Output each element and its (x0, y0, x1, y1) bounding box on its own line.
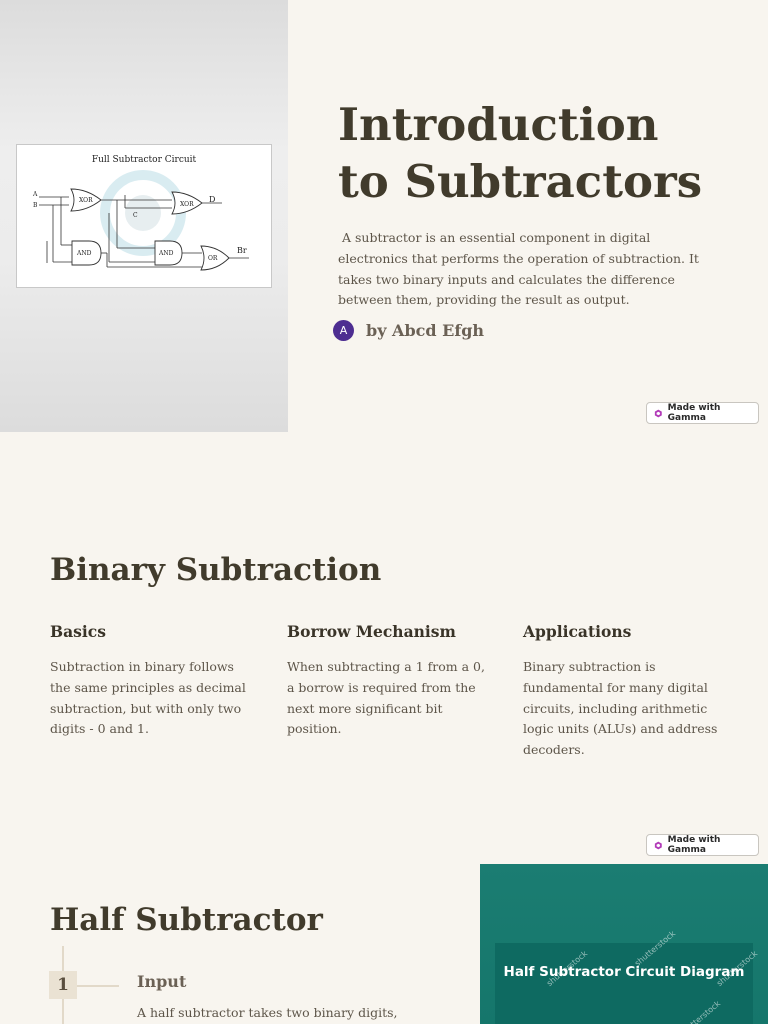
signal-label: Br (237, 246, 247, 255)
circuit-diagram-icon: XOR XOR AND AND OR A B C D Br (32, 170, 249, 271)
made-with-gamma-button[interactable]: Made with Gamma (646, 402, 759, 424)
column-heading: Applications (523, 622, 632, 641)
column-basics: Basics Subtraction in binary follows the… (50, 622, 250, 740)
title-line: Introduction (338, 98, 659, 151)
badge-label: Made with Gamma (667, 835, 721, 855)
gate-label: AND (76, 250, 92, 257)
gate-label: OR (208, 255, 218, 262)
badge-label: Made with Gamma (667, 403, 721, 423)
image-caption: Half Subtractor Circuit Diagram (503, 964, 745, 980)
full-subtractor-circuit-image: Full Subtractor Circuit (16, 144, 272, 288)
signal-label: A (32, 191, 38, 198)
image-inner-panel: Half Subtractor Circuit Diagram (495, 943, 753, 1024)
step-number: 1 (49, 971, 77, 999)
column-applications: Applications Binary subtraction is funda… (523, 622, 723, 761)
gamma-logo-icon (654, 409, 662, 417)
gate-label: XOR (180, 201, 194, 208)
gate-label: XOR (79, 197, 93, 204)
step-text: A half subtractor takes two binary digit… (137, 1005, 398, 1020)
section-title: Binary Subtraction (50, 552, 382, 588)
timeline-line (62, 999, 64, 1024)
gate-label: AND (158, 250, 174, 257)
gamma-logo-icon (654, 841, 662, 849)
made-with-gamma-button[interactable]: Made with Gamma (646, 834, 759, 856)
author-block: A by Abcd Efgh (333, 320, 484, 341)
column-heading: Borrow Mechanism (287, 622, 456, 641)
half-subtractor-image: Half Subtractor Circuit Diagram shutters… (480, 864, 768, 1024)
signal-label: D (209, 195, 215, 204)
column-text: Binary subtraction is fundamental for ma… (523, 659, 718, 758)
intro-paragraph: A subtractor is an essential component i… (338, 230, 703, 308)
circuit-title: Full Subtractor Circuit (91, 155, 197, 165)
section-title: Half Subtractor (50, 902, 323, 938)
signal-label: B (33, 202, 38, 209)
timeline-connector (77, 985, 119, 987)
column-text: When subtracting a 1 from a 0, a borrow … (287, 659, 485, 737)
column-text: Subtraction in binary follows the same p… (50, 659, 246, 737)
column-heading: Basics (50, 622, 106, 641)
page-title: Introduction to Subtractors (338, 96, 738, 210)
title-line: to Subtractors (338, 155, 703, 208)
slide-introduction: Full Subtractor Circuit (0, 0, 768, 432)
slide-image-panel: Full Subtractor Circuit (0, 0, 288, 432)
timeline-line (62, 946, 64, 971)
avatar[interactable]: A (333, 320, 354, 341)
column-borrow-mechanism: Borrow Mechanism When subtracting a 1 fr… (287, 622, 487, 740)
step-title: Input (137, 972, 187, 991)
signal-label: C (133, 212, 138, 219)
author-name: by Abcd Efgh (366, 321, 485, 340)
